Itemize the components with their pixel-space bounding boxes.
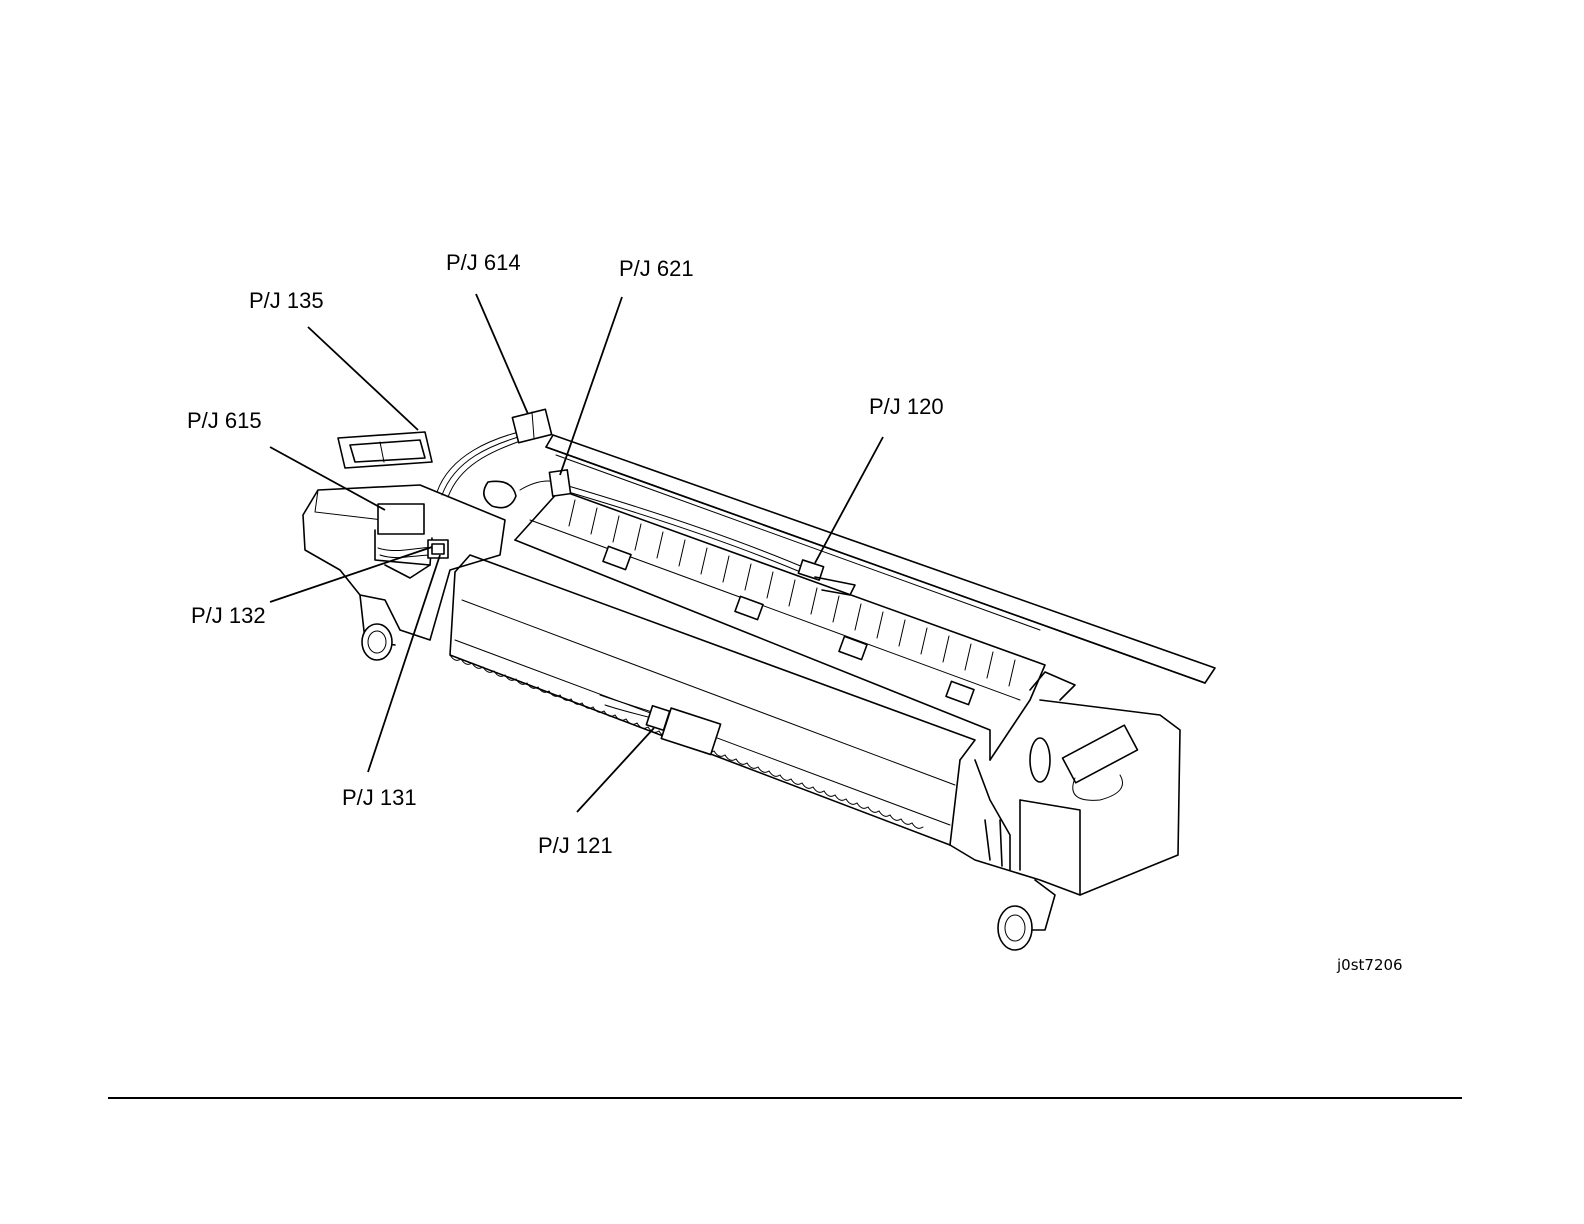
callout-pj621: P/J 621 [619, 256, 694, 281]
guide-plate [546, 435, 1215, 683]
callout-pj614: P/J 614 [446, 250, 521, 275]
leader-pj135 [308, 327, 418, 430]
right-end-housing [950, 672, 1180, 950]
callout-pj131: P/J 131 [342, 785, 417, 810]
callout-pj132: P/J 132 [191, 603, 266, 628]
left-connector-cluster [375, 504, 448, 578]
callout-pj121: P/J 121 [538, 833, 613, 858]
callout-pj120: P/J 120 [869, 394, 944, 419]
leader-pj614 [476, 294, 528, 414]
figure-id: j0st7206 [1336, 956, 1403, 974]
wire-harness-614 [437, 409, 552, 497]
leader-pj132 [270, 547, 432, 602]
callout-pj135: P/J 135 [249, 288, 324, 313]
fuser-assembly-illustration [303, 409, 1215, 950]
leader-pj131 [368, 555, 440, 772]
callout-pj615: P/J 615 [187, 408, 262, 433]
loose-connector [338, 432, 432, 468]
leader-pj121 [577, 728, 654, 812]
bottom-connector [600, 695, 721, 755]
callout-leaders [270, 294, 883, 812]
roller-housing [450, 555, 975, 845]
